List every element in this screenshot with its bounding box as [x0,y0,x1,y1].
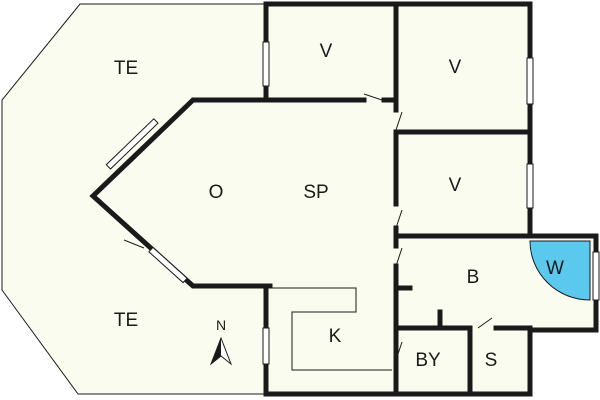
room-label-dining: SP [303,182,328,203]
north-arrow-icon: N [209,317,233,366]
room-label-wardrobe: W [546,258,564,279]
room-label-storage: S [485,350,498,371]
room-label-utility: BY [415,350,441,371]
room-label-bedroom-1: V [320,41,333,62]
wardrobe-area [529,240,591,301]
room-label-living: O [209,182,224,203]
room-labels: TE TE V V V O SP K B W BY S [114,41,564,371]
kitchen-counter [270,287,392,371]
room-label-kitchen: K [329,326,342,347]
room-label-terrace-top: TE [114,58,138,79]
room-label-bedroom-2: V [449,57,462,78]
interior-walls [263,1,533,397]
room-label-bedroom-3: V [449,175,462,196]
north-label: N [216,317,226,333]
windows [105,41,600,365]
room-label-terrace-bottom: TE [114,310,138,331]
room-label-bathroom: B [467,267,480,288]
doors [123,93,493,361]
